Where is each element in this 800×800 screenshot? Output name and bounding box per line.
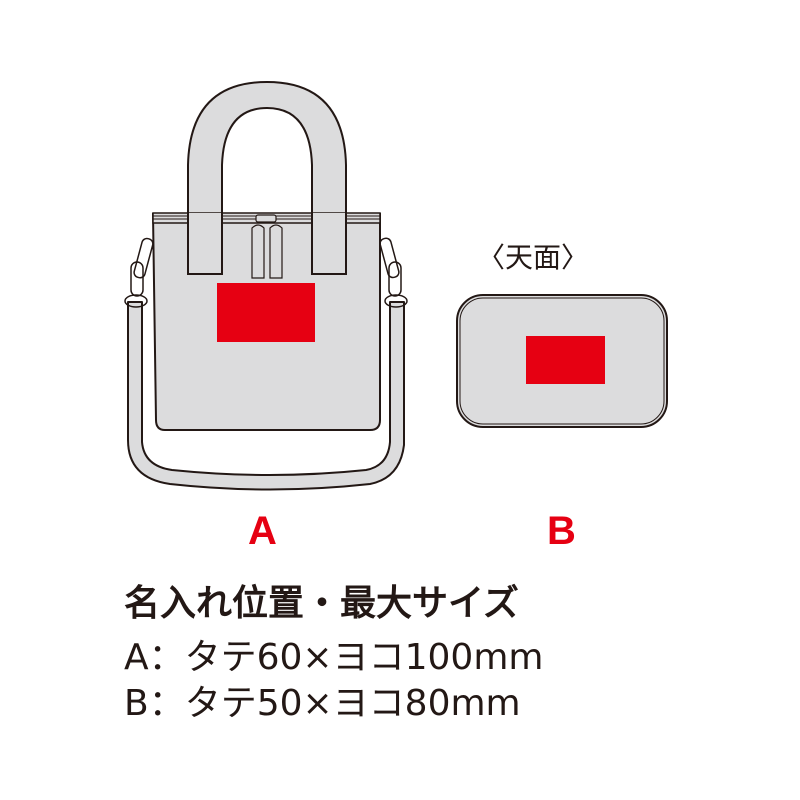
- imprint-area-a: [217, 283, 315, 342]
- strap-clip-right-icon: [379, 237, 408, 308]
- strap-clip-left-icon: [124, 237, 154, 308]
- imprint-area-b: [526, 336, 605, 384]
- imprint-info-title: 名入れ位置・最大サイズ: [124, 583, 519, 624]
- imprint-size-a: A：タテ60×ヨコ100mm: [124, 637, 544, 678]
- shoulder-strap: [127, 301, 405, 491]
- label-b: B: [547, 509, 576, 553]
- zipper-pulls-icon: [251, 214, 283, 279]
- bag-handle: [187, 80, 347, 275]
- top-view-b: [456, 294, 668, 428]
- top-view-caption: 〈天面〉: [477, 241, 590, 274]
- label-a: A: [248, 509, 277, 553]
- imprint-size-b: B：タテ50×ヨコ80mm: [124, 683, 521, 724]
